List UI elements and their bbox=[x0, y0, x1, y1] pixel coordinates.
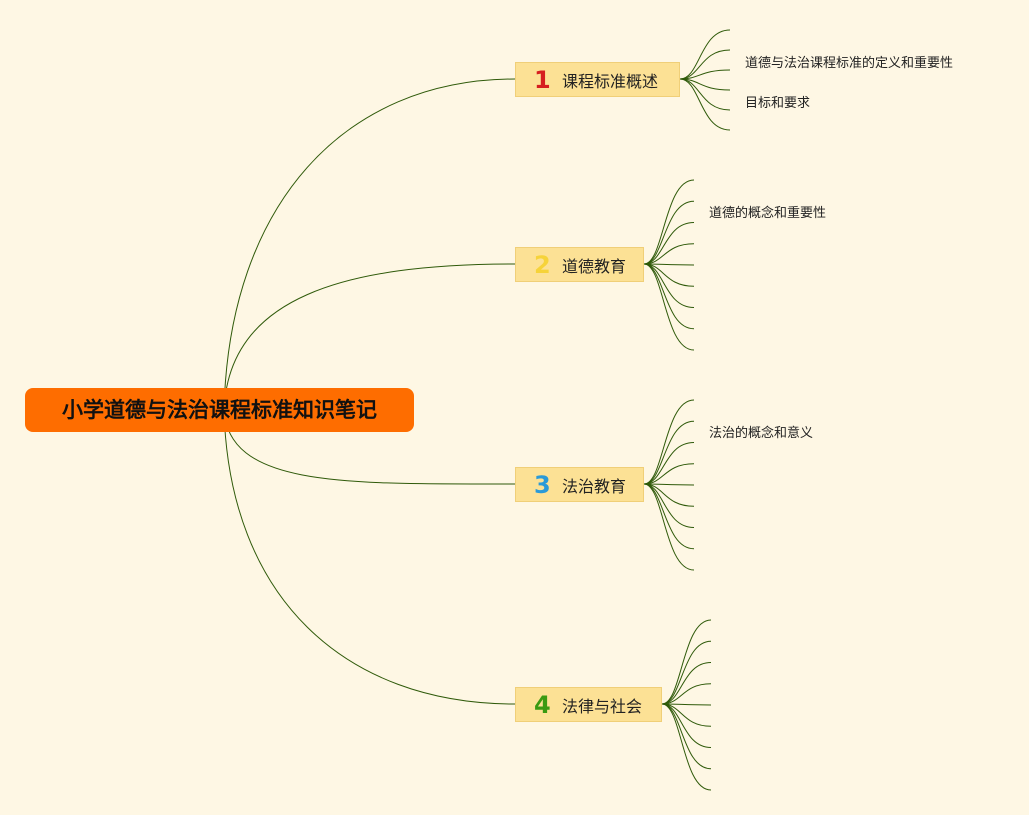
branch-topic-1[interactable]: 1 课程标准概述 bbox=[515, 62, 680, 97]
leaf-connector bbox=[643, 399, 695, 485]
branch-label-3: 法治教育 bbox=[562, 476, 627, 496]
leaf-topic[interactable]: 目标和要求 bbox=[745, 96, 811, 111]
leaf-connector bbox=[643, 179, 695, 265]
leaf-connector bbox=[643, 463, 695, 485]
leaf-connector bbox=[643, 483, 695, 528]
leaf-connector bbox=[643, 263, 695, 351]
leaf-connector bbox=[661, 640, 712, 705]
branch-connector bbox=[223, 263, 516, 411]
root-topic-label: 小学道德与法治课程标准知识笔记 bbox=[62, 398, 377, 422]
branch-connector bbox=[223, 409, 516, 485]
leaf-topic[interactable]: 道德的概念和重要性 bbox=[709, 206, 827, 221]
root-topic[interactable]: 小学道德与法治课程标准知识笔记 bbox=[25, 388, 414, 432]
branch-number-1: 1 bbox=[534, 65, 551, 94]
leaf-connector bbox=[661, 703, 712, 748]
leaf-connector bbox=[643, 263, 695, 308]
leaf-connector bbox=[661, 619, 712, 705]
branch-connector bbox=[223, 78, 516, 411]
leaf-connector bbox=[679, 78, 731, 111]
leaf-connector bbox=[661, 703, 712, 791]
branch-connector bbox=[223, 409, 516, 705]
leaf-connector bbox=[661, 662, 712, 705]
leaf-connector bbox=[643, 200, 695, 265]
leaf-topic[interactable]: 法治的概念和意义 bbox=[709, 426, 814, 441]
leaf-connector bbox=[643, 442, 695, 485]
leaf-connector bbox=[679, 78, 731, 131]
leaf-connector bbox=[679, 69, 731, 80]
branch-number-3: 3 bbox=[534, 470, 551, 499]
leaf-topic[interactable]: 道德与法治课程标准的定义和重要性 bbox=[745, 56, 954, 71]
leaf-connector bbox=[661, 683, 712, 705]
leaf-connector bbox=[679, 29, 731, 80]
branch-topic-4[interactable]: 4 法律与社会 bbox=[515, 687, 662, 722]
leaf-connector bbox=[679, 49, 731, 80]
branch-label-1: 课程标准概述 bbox=[562, 71, 659, 91]
leaf-connector bbox=[643, 222, 695, 265]
branch-number-2: 2 bbox=[534, 250, 551, 279]
branch-topic-2[interactable]: 2 道德教育 bbox=[515, 247, 644, 282]
leaf-connector bbox=[643, 243, 695, 265]
branch-label-2: 道德教育 bbox=[562, 256, 627, 276]
branch-label-4: 法律与社会 bbox=[562, 696, 643, 716]
leaf-connector bbox=[643, 420, 695, 485]
branch-topic-3[interactable]: 3 法治教育 bbox=[515, 467, 644, 502]
leaf-connector bbox=[643, 483, 695, 571]
branch-number-4: 4 bbox=[534, 690, 551, 719]
